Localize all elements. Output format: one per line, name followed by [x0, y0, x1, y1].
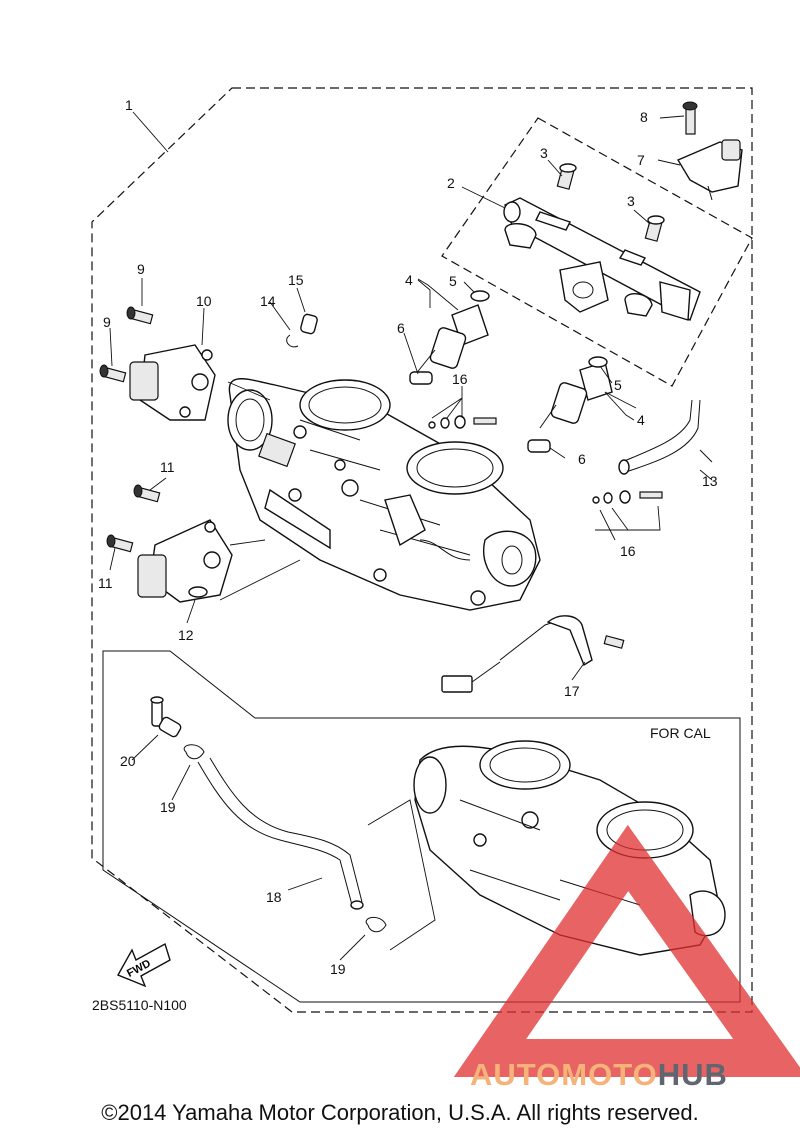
leader-lines: [109, 111, 713, 961]
callout-17: 17: [564, 683, 580, 699]
clip-14: [286, 334, 299, 348]
drawing-code: 2BS5110-N100: [92, 997, 187, 1013]
o-ring-5-b: [588, 356, 608, 368]
callout-13: 13: [702, 473, 718, 489]
o-ring-5-a: [470, 290, 490, 302]
bolt-9-b: [99, 364, 127, 383]
watermark-logo: AUTOMOTOHUB: [470, 1057, 800, 1093]
clamp-19-a: [183, 744, 205, 760]
callout-11-b: 11: [98, 575, 113, 591]
inset-label: FOR CAL: [650, 725, 711, 741]
fuel-rail: [503, 197, 701, 321]
callout-9-a: 9: [137, 261, 145, 277]
callout-15: 15: [288, 272, 304, 288]
seal-6-b: [527, 439, 551, 453]
hose-13: [618, 399, 713, 475]
bolt-11-b: [106, 534, 134, 553]
pipe-20: [150, 696, 182, 738]
callout-3-a: 3: [540, 145, 548, 161]
callout-4-a: 4: [405, 272, 413, 288]
bolt-3-b: [644, 215, 665, 242]
seal-6-a: [409, 371, 433, 385]
callout-16-b: 16: [620, 543, 636, 559]
callout-1: 1: [125, 97, 133, 113]
callout-6-a: 6: [397, 320, 405, 336]
throttle-position-sensor-10: [129, 344, 216, 421]
watermark-text-a: AUTOMOTO: [470, 1057, 658, 1092]
copyright-notice: ©2014 Yamaha Motor Corporation, U.S.A. A…: [101, 1100, 699, 1125]
bolt-9-a: [126, 306, 154, 325]
callout-14: 14: [260, 293, 276, 309]
fuel-rail-boundary: [441, 117, 753, 387]
callout-8: 8: [640, 109, 648, 125]
screw-kit-16-upper: [428, 415, 497, 429]
watermark-text-b: HUB: [657, 1057, 728, 1092]
cal-inset-box: [102, 650, 741, 1003]
injector-4-lower: [539, 361, 613, 429]
clamp-19-b: [365, 916, 387, 933]
pressure-sensor: [676, 139, 743, 201]
throttle-body: [227, 378, 541, 611]
fwd-arrow-icon: FWD: [117, 942, 171, 988]
callout-20: 20: [120, 753, 136, 769]
callout-9-b: 9: [103, 314, 111, 330]
bolt-8: [682, 101, 698, 135]
callout-16-a: 16: [452, 371, 468, 387]
hose-18: [197, 757, 364, 910]
wire-harness-17: [441, 615, 625, 693]
injector-4-upper: [414, 304, 489, 376]
callout-7: 7: [637, 152, 645, 168]
watermark-triangle-icon: [453, 824, 800, 1077]
callout-labels: 1 2 3 3 4 4 5 5 6 6 7 8 9 9 10 11 11 12 …: [92, 97, 718, 1013]
callout-5-a: 5: [449, 273, 457, 289]
callout-19-a: 19: [160, 799, 176, 815]
callout-12: 12: [178, 627, 194, 643]
callout-4-b: 4: [637, 412, 645, 428]
cap-15: [300, 313, 318, 335]
callout-5-b: 5: [614, 377, 622, 393]
assembly-boundary: [91, 87, 753, 1013]
callout-19-b: 19: [330, 961, 346, 977]
bolt-3-a: [556, 163, 577, 190]
callout-11-a: 11: [160, 459, 175, 475]
sensor-12: [137, 519, 233, 603]
callout-3-b: 3: [627, 193, 635, 209]
callout-2: 2: [447, 175, 455, 191]
inset-leader: [367, 799, 436, 951]
callout-10: 10: [196, 293, 212, 309]
callout-18: 18: [266, 889, 282, 905]
bolt-11-a: [133, 484, 161, 503]
screw-kit-16-lower: [592, 490, 663, 504]
callout-6-b: 6: [578, 451, 586, 467]
